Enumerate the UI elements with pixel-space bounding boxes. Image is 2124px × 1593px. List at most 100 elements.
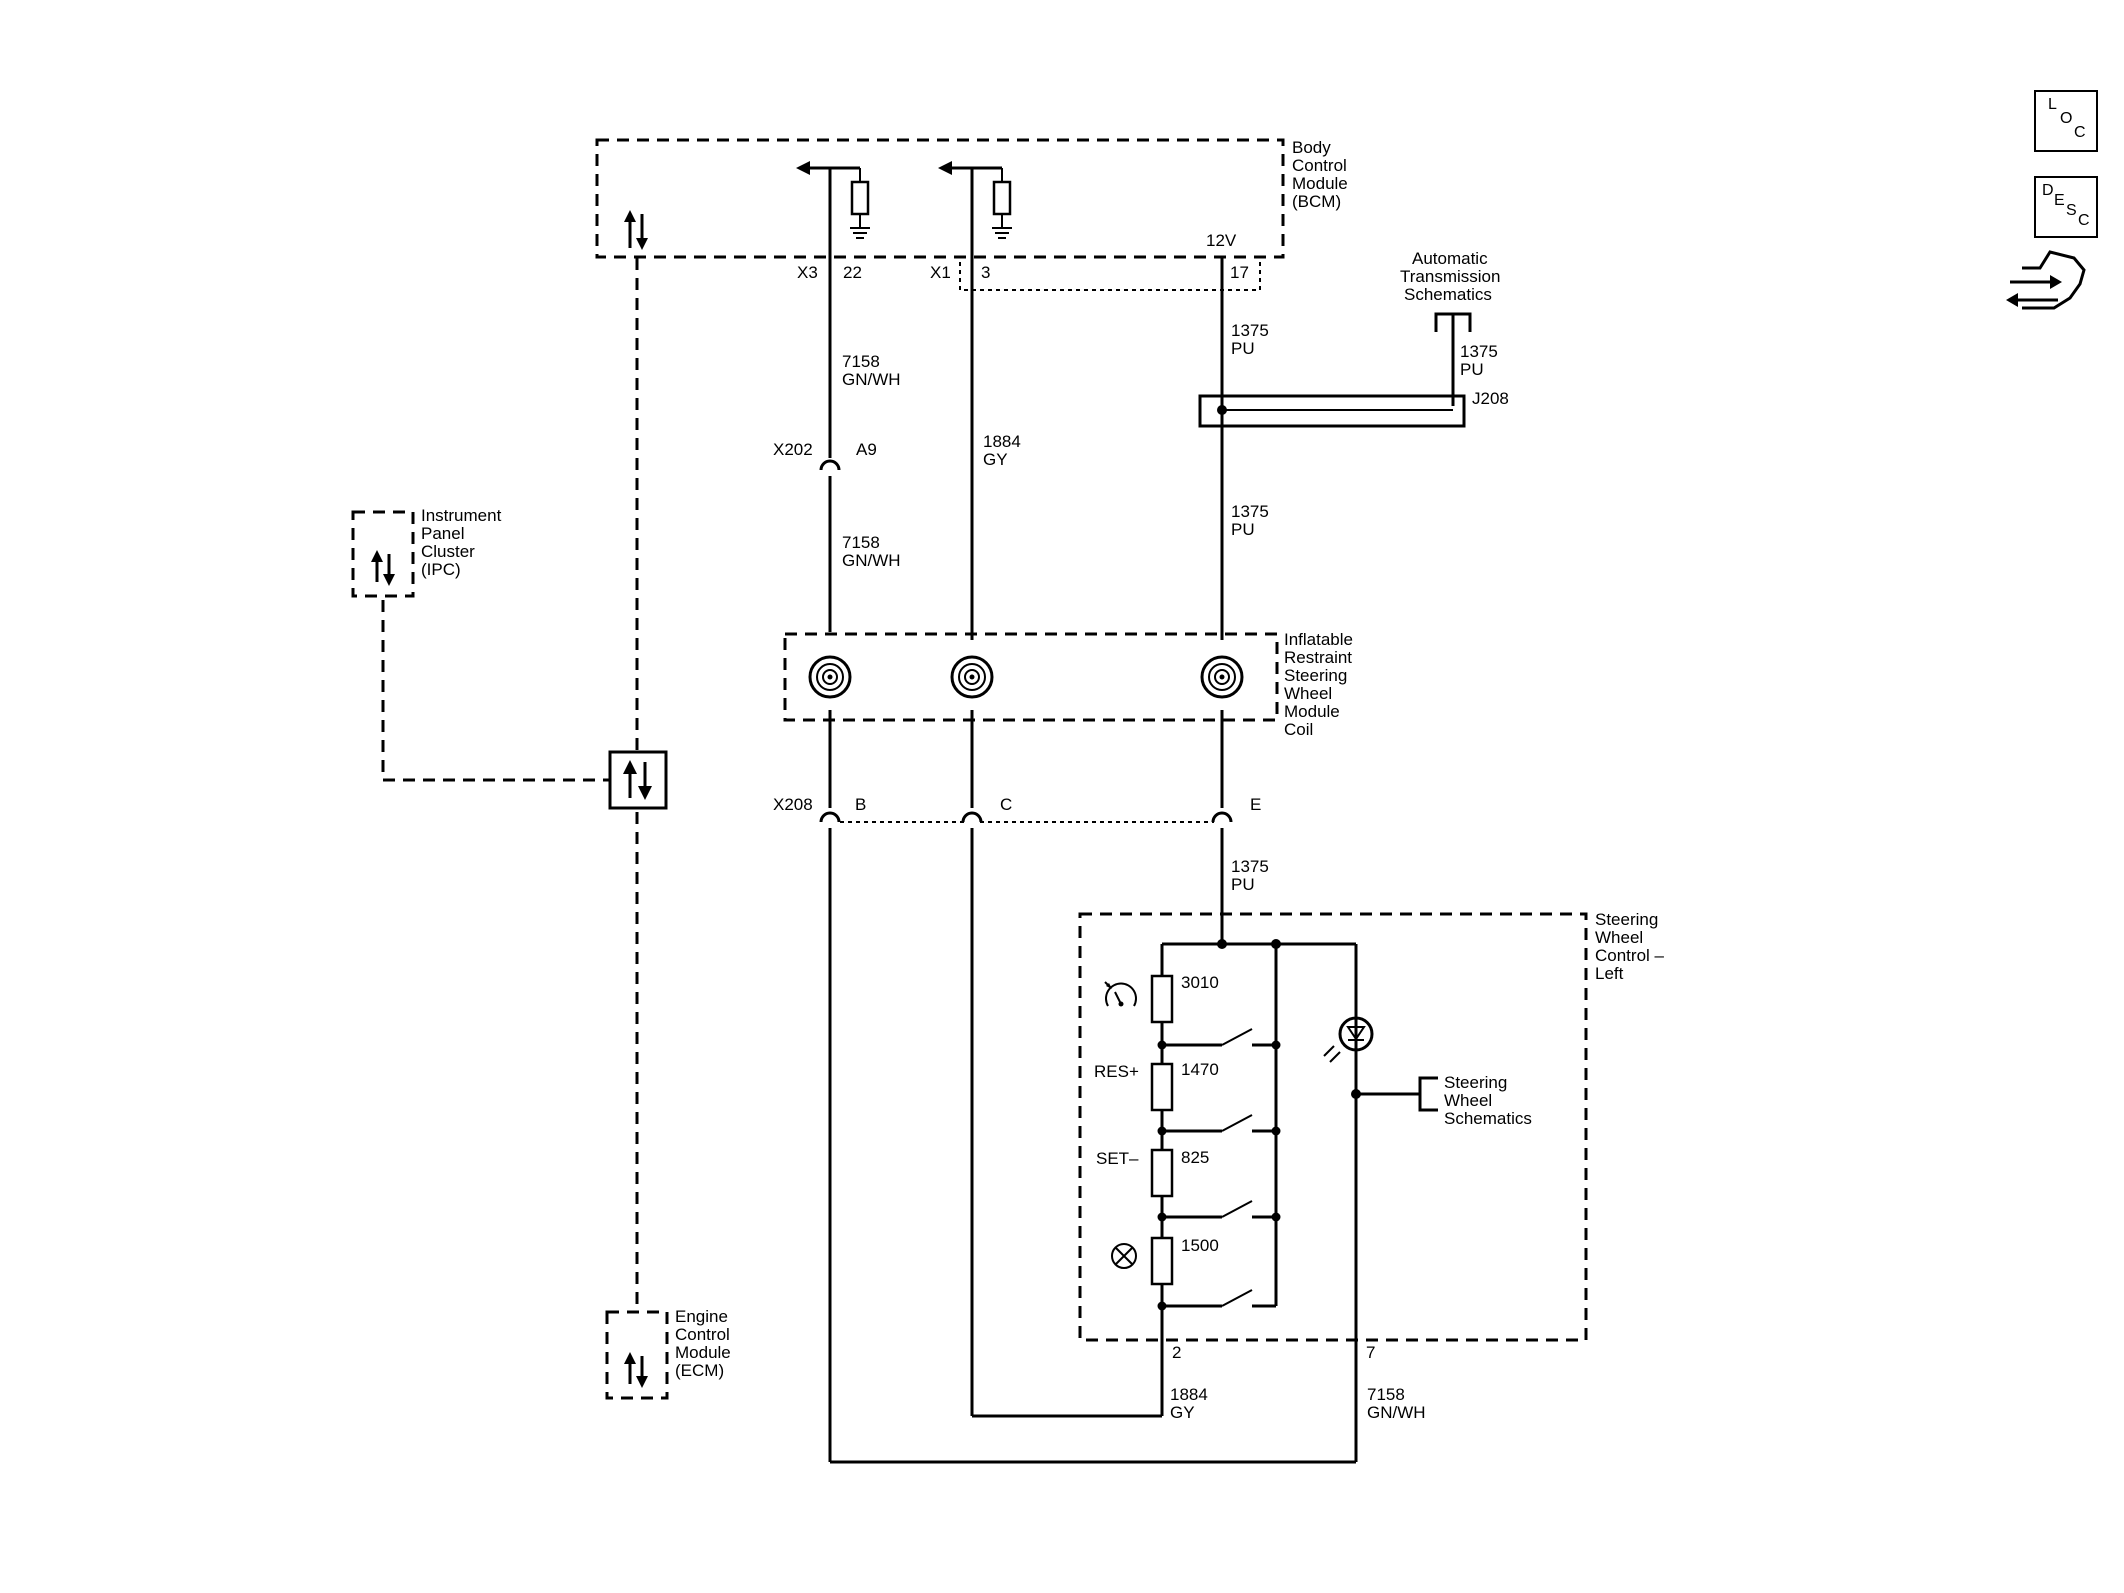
- ground-symbol: [992, 227, 1012, 239]
- cancel-icon: [1111, 1243, 1137, 1269]
- connector-x208-pin-e: [1211, 811, 1233, 823]
- steering-wheel-schematic-ref[interactable]: Steering Wheel Schematics: [1418, 1073, 1532, 1128]
- bcm-label-3: Module: [1292, 174, 1348, 193]
- w1375-color-at-trans: PU: [1460, 360, 1484, 379]
- connector-x1-outline: [959, 262, 1261, 291]
- pullup-resistor: [850, 180, 870, 216]
- switch-set-minus-label: SET–: [1096, 1149, 1139, 1168]
- splice-j208-label: J208: [1472, 389, 1509, 408]
- resistor-825: [1150, 1148, 1174, 1198]
- ipc-label-3: Cluster: [421, 542, 475, 561]
- resistor-3010-label: 3010: [1181, 973, 1219, 992]
- resistor-3010: [1150, 974, 1174, 1024]
- w7158-circuit-2: 7158: [842, 533, 880, 552]
- clockspring-coil-module[interactable]: Inflatable Restraint Steering Wheel Modu…: [783, 630, 1353, 739]
- speedometer-icon: [1104, 981, 1137, 1007]
- connector-x202-label: X202: [773, 440, 813, 459]
- bcm-outline: [595, 138, 1285, 259]
- ecm-label-2: Control: [675, 1325, 730, 1344]
- pin-22-label: 22: [843, 263, 862, 282]
- w1375-circuit-1: 1375: [1231, 321, 1269, 340]
- connector-x208-pin-c: [961, 811, 983, 823]
- auto-trans-label-3: Schematics: [1404, 285, 1492, 304]
- ipc-module[interactable]: Instrument Panel Cluster (IPC): [351, 506, 502, 598]
- backlight-led-icon: [1323, 1016, 1374, 1063]
- switch-cruise-on-off: [1157, 1028, 1281, 1050]
- w1375-color-1: PU: [1231, 339, 1255, 358]
- splice-j208: J208: [1198, 389, 1509, 428]
- sw-schem-label-1: Steering: [1444, 1073, 1507, 1092]
- x208-pin-c-label: C: [1000, 795, 1012, 814]
- desc-letter-s: S: [2066, 202, 2077, 219]
- ecm-label-4: (ECM): [675, 1361, 724, 1380]
- serial-data-splice: [608, 750, 668, 810]
- auto-trans-schematic-ref[interactable]: Automatic Transmission Schematics: [1400, 249, 1500, 406]
- swc-label-1: Steering: [1595, 910, 1658, 929]
- swc-pin-7-label: 7: [1366, 1343, 1375, 1362]
- bcm-comm-icon: [624, 210, 648, 250]
- ground-symbol: [850, 227, 870, 239]
- w1375-color-2: PU: [1231, 520, 1255, 539]
- pin-17-label: 17: [1230, 263, 1249, 282]
- coil-label-2: Restraint: [1284, 648, 1352, 667]
- connector-x3-label: X3: [797, 263, 818, 282]
- bcm-label-2: Control: [1292, 156, 1347, 175]
- w7158-color-1: GN/WH: [842, 370, 901, 389]
- bcm-input-circuit-3: [938, 161, 1012, 272]
- ipc-label-2: Panel: [421, 524, 464, 543]
- desc-letter-e: E: [2054, 192, 2065, 209]
- w7158-color-3: GN/WH: [1367, 1403, 1426, 1422]
- resistor-1470: [1150, 1062, 1174, 1112]
- w1884-circuit-2: 1884: [1170, 1385, 1208, 1404]
- coil-outline: [783, 632, 1279, 722]
- swc-label-4: Left: [1595, 964, 1624, 983]
- steering-wheel-control-left[interactable]: Steering Wheel Control – Left: [1078, 910, 1665, 1362]
- coil-label-3: Steering: [1284, 666, 1347, 685]
- swc-outline: [1078, 912, 1588, 1342]
- w7158-color-2: GN/WH: [842, 551, 901, 570]
- auto-trans-label-2: Transmission: [1400, 267, 1500, 286]
- loc-icon[interactable]: L O C: [2034, 90, 2098, 152]
- w7158-circuit-3: 7158: [1367, 1385, 1405, 1404]
- desc-letter-d: D: [2042, 182, 2054, 199]
- w1375-color-3: PU: [1231, 875, 1255, 894]
- loc-letter-c: C: [2074, 124, 2086, 141]
- ecm-label-3: Module: [675, 1343, 731, 1362]
- coil-label-4: Wheel: [1284, 684, 1332, 703]
- loc-letter-l: L: [2048, 96, 2057, 113]
- ecm-module[interactable]: Engine Control Module (ECM): [605, 1307, 731, 1400]
- loc-letter-o: O: [2060, 110, 2073, 127]
- switch-set-minus: [1157, 1200, 1281, 1222]
- resistor-1500: [1150, 1236, 1174, 1286]
- w1884-color-1: GY: [983, 450, 1008, 469]
- connector-x202-pin-label: A9: [856, 440, 877, 459]
- coil-label-5: Module: [1284, 702, 1340, 721]
- desc-icon[interactable]: D E S C: [2034, 176, 2098, 238]
- connector-view-icon[interactable]: [2006, 250, 2086, 310]
- w1375-circuit-2: 1375: [1231, 502, 1269, 521]
- swc-pin-2-label: 2: [1172, 1343, 1181, 1362]
- w7158-circuit-1: 7158: [842, 352, 880, 371]
- swc-label-2: Wheel: [1595, 928, 1643, 947]
- clockspring-coil-icon: [1200, 655, 1244, 699]
- bcm-label-4: (BCM): [1292, 192, 1341, 211]
- sw-schem-label-2: Wheel: [1444, 1091, 1492, 1110]
- connector-x208-pin-b: [819, 811, 841, 823]
- switch-res-plus: [1157, 1114, 1281, 1136]
- switch-res-plus-label: RES+: [1094, 1062, 1139, 1081]
- bidirectional-data-icon: [624, 1352, 648, 1388]
- bcm-voltage-label: 12V: [1206, 231, 1237, 250]
- ipc-outline: [351, 510, 415, 598]
- coil-label-6: Coil: [1284, 720, 1313, 739]
- bcm-label-1: Body: [1292, 138, 1331, 157]
- schematic-ref-bracket: [1418, 1076, 1438, 1112]
- w1375-circuit-at-trans: 1375: [1460, 342, 1498, 361]
- auto-trans-label-1: Automatic: [1412, 249, 1488, 268]
- ipc-label-1: Instrument: [421, 506, 502, 525]
- w1375-circuit-3: 1375: [1231, 857, 1269, 876]
- swc-label-3: Control –: [1595, 946, 1665, 965]
- bcm-module[interactable]: Body Control Module (BCM) 12V: [595, 138, 1348, 259]
- connector-x202-pin: [819, 459, 841, 471]
- serial-data-line-ipc: [381, 600, 610, 782]
